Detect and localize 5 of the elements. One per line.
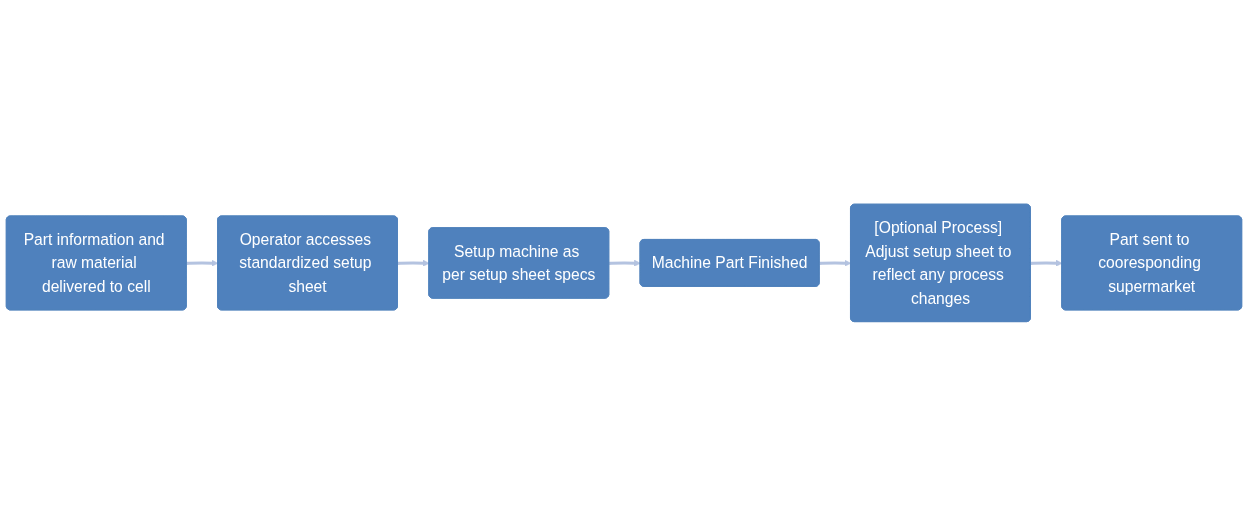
arrow bbox=[186, 259, 219, 267]
arrow bbox=[819, 259, 852, 267]
arrow bbox=[609, 259, 641, 267]
arrow bbox=[1030, 259, 1063, 267]
arrow bbox=[397, 259, 430, 267]
